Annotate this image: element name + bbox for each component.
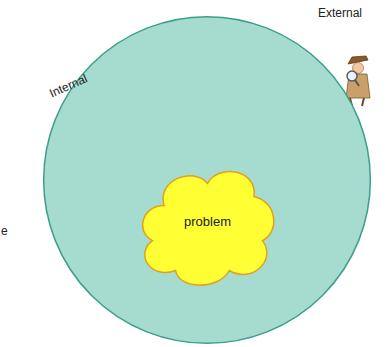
person-figure [58, 118, 83, 168]
problem-cloud: problem [135, 160, 280, 290]
text-fragment: e [1, 224, 8, 238]
region-label: External [318, 6, 362, 20]
person-figure [346, 56, 370, 106]
region-circle-outline [42, 15, 372, 345]
node-label: problem [184, 214, 231, 229]
region-circle: Internalproblem [42, 15, 372, 345]
